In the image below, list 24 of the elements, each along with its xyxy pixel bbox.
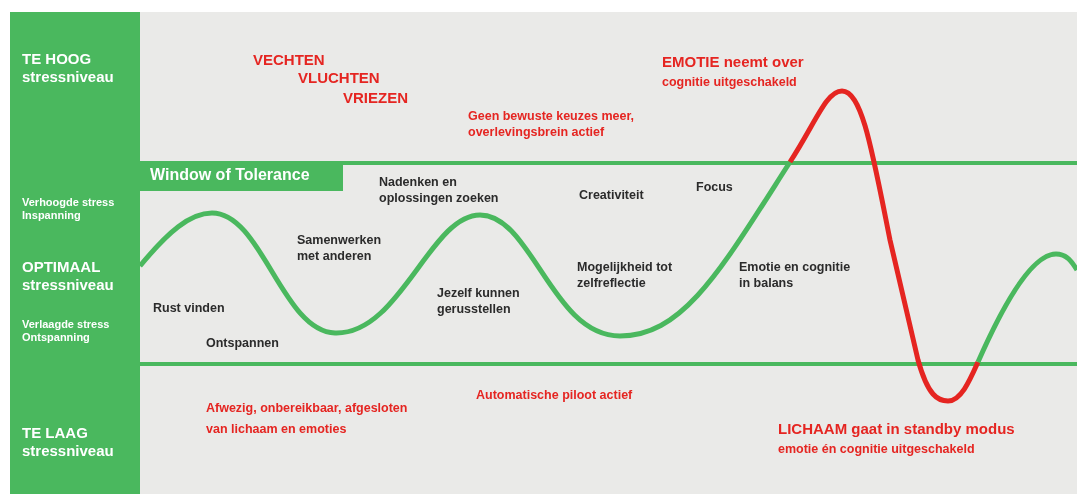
level-label: TE LAAG stressniveau xyxy=(22,424,115,460)
warning-label: LICHAAM gaat in standby modus xyxy=(778,419,1016,439)
warning-label: VECHTEN xyxy=(253,50,326,70)
state-label: Rust vinden xyxy=(153,300,226,317)
state-label: Nadenken en oplossingen zoeken xyxy=(379,174,500,207)
warning-label: cognitie uitgeschakeld xyxy=(662,74,798,91)
level-label: TE HOOG stressniveau xyxy=(22,50,115,86)
state-label: Mogelijkheid tot zelfreflectie xyxy=(577,259,674,292)
state-label: Ontspannen xyxy=(206,335,280,352)
state-label: Samenwerken met anderen xyxy=(297,232,383,265)
warning-label: emotie én cognitie uitgeschakeld xyxy=(778,441,976,458)
state-label: Jezelf kunnen gerusstellen xyxy=(437,285,521,318)
level-label: OPTIMAAL stressniveau xyxy=(22,258,115,294)
level-label: Verlaagde stress Ontspanning xyxy=(22,318,111,345)
state-label: Creativiteit xyxy=(579,187,645,204)
level-label: Verhoogde stress Inspanning xyxy=(22,196,116,223)
warning-label: Afwezig, onbereikbaar, afgesloten van lichaam en emoties xyxy=(206,400,409,439)
warning-label: Geen bewuste keuzes meer, overlevingsbrein actief xyxy=(468,108,636,141)
state-label: Emotie en cognitie in balans xyxy=(739,259,852,292)
warning-label: Automatische piloot actief xyxy=(476,387,634,404)
warning-label: VRIEZEN xyxy=(343,88,409,108)
warning-label: EMOTIE neemt over xyxy=(662,52,805,72)
state-label: Focus xyxy=(696,179,734,196)
warning-label: VLUCHTEN xyxy=(298,68,381,88)
